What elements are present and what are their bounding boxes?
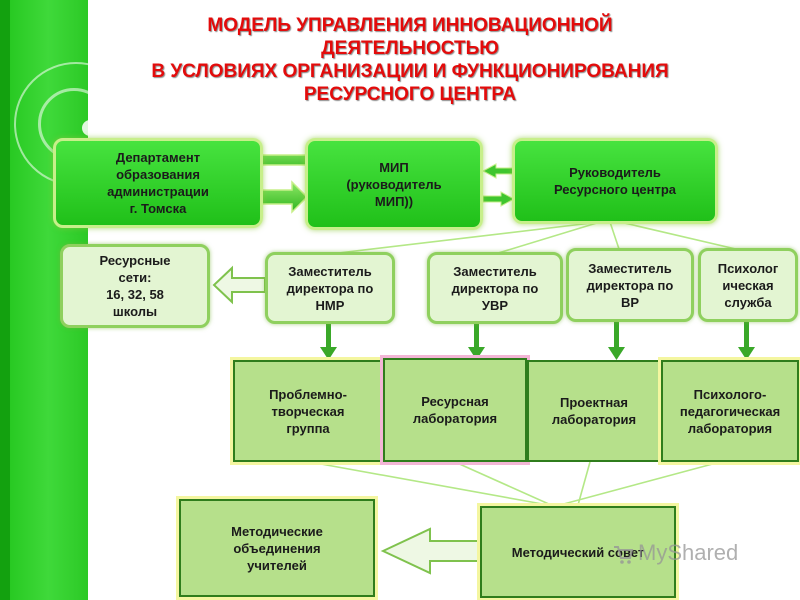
page-title: МОДЕЛЬ УПРАВЛЕНИЯ ИННОВАЦИОННОЙ ДЕЯТЕЛЬН…	[100, 14, 720, 106]
title-line-3: В УСЛОВИЯХ ОРГАНИЗАЦИИ И ФУНКЦИОНИРОВАНИ…	[151, 61, 669, 82]
node-networks: Ресурсные сети: 16, 32, 58 школы	[60, 244, 210, 328]
node-mip-line-2: (руководитель	[346, 176, 442, 192]
node-method-council-line-1: Методический совет	[511, 544, 645, 560]
node-deputy-uvr-line-2: директора по	[451, 280, 539, 296]
node-deputy-nmr-line-3: НМР	[315, 297, 345, 313]
node-head-line-2: Ресурсного центра	[553, 182, 677, 197]
node-method-associations: Методические объединения учителей	[179, 499, 375, 597]
node-psych-ped-lab-line-3: лаборатория	[687, 420, 773, 436]
node-networks-line-4: школы	[112, 304, 158, 319]
node-deputy-nmr-line-2: директора по	[286, 280, 374, 296]
labs-to-council-lines	[309, 461, 721, 506]
node-department-line-4: г. Томска	[129, 201, 187, 216]
arrow-department-to-mip	[257, 180, 309, 214]
node-method-associations-line-1: Методические	[231, 523, 323, 539]
arrow-head-to-mip	[481, 163, 515, 179]
arrow-nmr-to-networks	[212, 265, 266, 305]
node-mip-line-1: МИП	[379, 159, 409, 175]
head-to-deputies-lines	[329, 221, 741, 255]
node-deputy-nmr: Заместитель директора по НМР	[265, 252, 395, 324]
node-deputy-vr: Заместитель директора по ВР	[566, 248, 694, 322]
watermark-cart-icon	[614, 546, 634, 564]
node-deputy-nmr-line-1: Заместитель	[288, 263, 372, 279]
node-psych-ped-lab: Психолого- педагогическая лаборатория	[661, 360, 799, 462]
node-networks-line-3: 16, 32, 58	[106, 287, 164, 302]
node-deputy-uvr-line-3: УВР	[481, 297, 509, 313]
title-line-1: МОДЕЛЬ УПРАВЛЕНИЯ ИННОВАЦИОННОЙ	[207, 15, 613, 36]
node-project-lab: Проектная лаборатория	[527, 360, 661, 462]
node-department-line-1: Департамент	[115, 150, 201, 165]
node-deputy-vr-line-1: Заместитель	[588, 260, 672, 276]
title-line-2: ДЕЯТЕЛЬНОСТЬЮ	[321, 38, 499, 59]
node-project-lab-line-2: лаборатория	[551, 412, 637, 427]
node-problem-group: Проблемно- творческая группа	[233, 360, 383, 462]
node-psych-service-line-1: Психолог	[717, 260, 779, 276]
node-problem-group-line-2: творческая	[271, 403, 345, 419]
arrow-mip-to-head	[482, 191, 516, 207]
node-mip: МИП (руководитель МИП))	[305, 138, 483, 230]
arrow-council-to-associations	[380, 527, 483, 575]
node-head-line-1: Руководитель	[569, 165, 661, 180]
node-psych-service: Психолог ическая служба	[698, 248, 798, 322]
node-department-line-2: образования	[116, 167, 200, 182]
node-deputy-vr-line-2: директора по	[586, 277, 674, 293]
node-psych-service-line-3: служба	[724, 294, 772, 310]
node-problem-group-line-3: группа	[286, 420, 330, 436]
node-psych-ped-lab-line-1: Психолого-	[693, 386, 767, 402]
node-networks-line-2: сети:	[118, 270, 152, 285]
node-resource-lab: Ресурсная лаборатория	[383, 358, 527, 462]
node-psych-service-line-2: ическая	[722, 277, 774, 293]
title-line-4: РЕСУРСНОГО ЦЕНТРА	[303, 84, 517, 105]
node-networks-line-1: Ресурсные	[99, 253, 171, 268]
node-deputy-uvr-line-1: Заместитель	[453, 263, 537, 279]
deputies-to-labs-arrows	[320, 322, 755, 360]
node-department: Департамент образования администрации г.…	[53, 138, 263, 228]
node-resource-lab-line-2: лаборатория	[412, 411, 498, 426]
node-mip-line-3: МИП))	[374, 193, 414, 209]
node-project-lab-line-1: Проектная	[559, 395, 628, 410]
watermark-text: MyShared	[638, 540, 739, 565]
node-method-council: Методический совет	[480, 506, 676, 598]
node-method-associations-line-2: объединения	[233, 540, 321, 556]
node-deputy-vr-line-3: ВР	[620, 294, 640, 310]
node-head: Руководитель Ресурсного центра	[512, 138, 718, 224]
decorative-dot	[82, 120, 98, 136]
node-method-associations-line-3: учителей	[247, 557, 307, 573]
node-deputy-uvr: Заместитель директора по УВР	[427, 252, 563, 324]
decorative-stripe-edge	[0, 0, 10, 600]
node-department-line-3: администрации	[107, 184, 209, 199]
node-problem-group-line-1: Проблемно-	[269, 386, 347, 402]
node-psych-ped-lab-line-2: педагогическая	[679, 403, 781, 419]
node-resource-lab-line-1: Ресурсная	[421, 394, 489, 409]
